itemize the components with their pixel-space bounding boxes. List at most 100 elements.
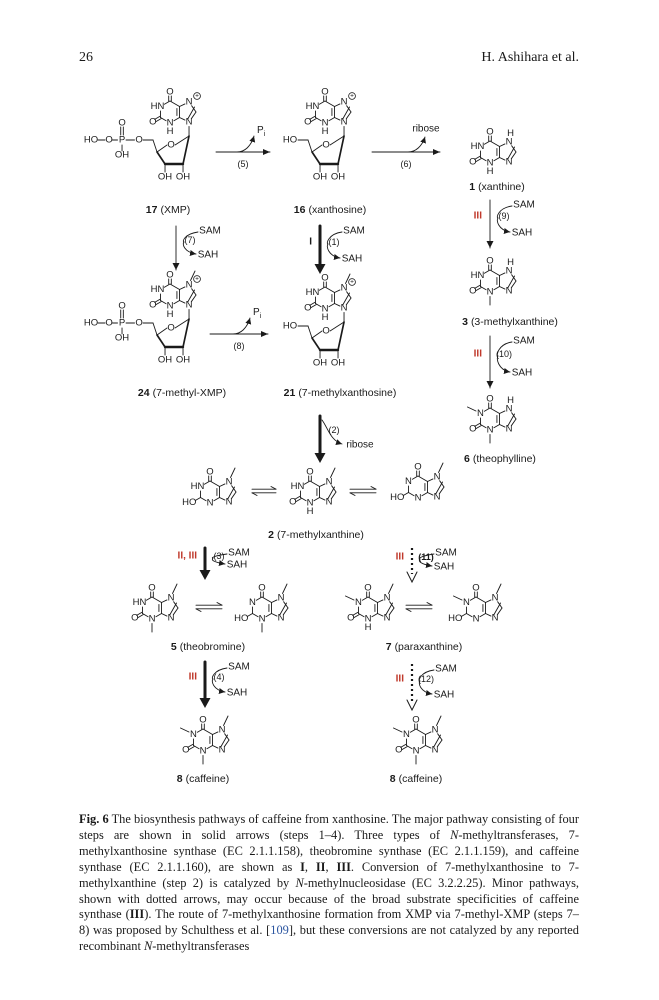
phosphate-subscript: i (260, 313, 262, 320)
caption-enzyme-iii: III (129, 907, 145, 922)
phosphate-subscript: i (264, 131, 266, 138)
atom-label: HO (84, 135, 98, 146)
step-number: (5) (238, 159, 249, 169)
atom-label: HO (283, 321, 297, 332)
atom-label: N (487, 425, 494, 436)
compound-label: 21(7-methylxanthosine) (284, 387, 397, 399)
atom-label: N (365, 614, 372, 625)
compound-number: 2 (268, 529, 274, 541)
atom-label: N (415, 493, 422, 504)
reagent-sah: SAH (512, 228, 533, 239)
equilibrium-arrow (195, 602, 223, 612)
reagent-sam: SAM (513, 200, 535, 211)
compound-name: (caffeine) (399, 773, 443, 785)
atom-label: H (507, 395, 514, 406)
compound-number: 24 (138, 387, 150, 399)
compound-name: (7-methyl-XMP) (153, 387, 227, 399)
atom-label: O (304, 117, 311, 128)
caption-text: -methyltransferases (152, 939, 250, 954)
atom-label: N (477, 408, 484, 419)
atom-label: O (321, 273, 328, 284)
atom-label: OH (115, 333, 129, 344)
atom-label: O (472, 583, 479, 594)
compound-number: 1 (469, 181, 475, 193)
compound-label-c8b: 8(caffeine) (390, 773, 442, 785)
atom-label: N (278, 613, 285, 624)
reagent-sam: SAM (343, 226, 365, 237)
arrowhead (172, 263, 180, 270)
atom-label: N (473, 614, 480, 625)
compound-number: 3 (462, 316, 468, 328)
atom-label: N (322, 118, 329, 129)
atom-label: N (463, 597, 470, 608)
equilibrium-arrow (405, 602, 433, 612)
compound-label: 24(7-methyl-XMP) (138, 387, 226, 399)
atom-label: + (195, 93, 199, 100)
arrowhead (314, 264, 326, 274)
enzyme-label: I (309, 237, 312, 248)
atom-label: H (167, 309, 174, 320)
step-number: (7) (185, 235, 196, 245)
step-number: (9) (499, 211, 510, 221)
step-number: (10) (496, 349, 512, 359)
atom-label: O (364, 583, 371, 594)
enzyme-label: III (189, 672, 198, 683)
atom-label: HO (390, 492, 404, 503)
compound-label-c1: 1(xanthine) (469, 181, 525, 193)
atom-label: HN (306, 101, 320, 112)
compound-label-c5: 5(theobromine) (171, 641, 245, 653)
atom-label: O (289, 497, 296, 508)
atom-label: O (395, 745, 402, 756)
atom-label: N (432, 725, 439, 736)
arrow-step-6: (6)ribose (371, 124, 441, 169)
atom-label: N (207, 498, 214, 509)
atom-label: N (307, 498, 314, 509)
compound-label: 2(7-methylxanthine) (268, 529, 364, 541)
atom-label: N (249, 597, 256, 608)
atom-label: N (506, 137, 513, 148)
caption-text: The biosynthesis pathways of caffeine fr… (79, 812, 579, 842)
atom-label: HN (306, 287, 320, 298)
reagent-sah: SAH (512, 368, 533, 379)
atom-label: N (259, 614, 266, 625)
caption-enzyme-i: I (300, 859, 305, 874)
equilibrium-arrow (251, 486, 277, 496)
caption-enzyme-iii: III (336, 859, 351, 874)
atom-label: H (507, 257, 514, 268)
compound-label-c8a: 8(caffeine) (177, 773, 229, 785)
compound-label: 17(XMP) (146, 204, 190, 216)
arrow-step-2: (2)ribose (314, 414, 374, 463)
compound-name: (7-methylxanthine) (277, 529, 364, 541)
atom-label: OH (313, 172, 327, 183)
compound-name: (xanthosine) (308, 204, 366, 216)
atom-label: N (326, 497, 333, 508)
atom-label: N (413, 746, 420, 757)
figure-caption: Fig. 6 The biosynthesis pathways of caff… (79, 812, 579, 955)
step-number: (4) (214, 672, 225, 682)
citation-link[interactable]: 109 (270, 923, 289, 938)
compound-label-c6: 6(theophylline) (464, 453, 536, 465)
compound-label-c3: 3(3-methylxanthine) (462, 316, 558, 328)
atom-label: H (487, 166, 494, 177)
atom-label: H (365, 622, 372, 633)
compound-label-c17: 17(XMP) (146, 204, 190, 216)
atom-label: N (506, 404, 513, 415)
compound-label-c21: 21(7-methylxanthosine) (284, 387, 397, 399)
figure-label: Fig. 6 (79, 812, 109, 826)
reagent-sam: SAM (199, 226, 221, 237)
compound-label: 3(3-methylxanthine) (462, 316, 558, 328)
arrowhead-open (406, 699, 418, 712)
compound-name: (caffeine) (186, 773, 230, 785)
atom-label: O (167, 323, 174, 334)
reagent-ribose: ribose (412, 124, 440, 135)
